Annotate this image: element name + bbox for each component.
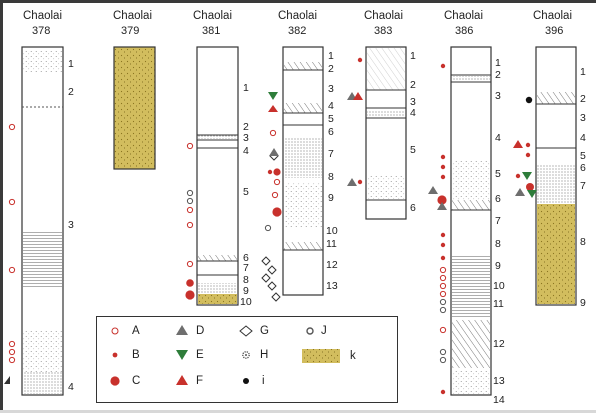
col-378-layer-2: 2	[68, 86, 74, 98]
section-378-number: 378	[32, 25, 51, 37]
col-386-layer-8: 8	[495, 238, 501, 250]
col-386-layer-4: 4	[495, 132, 501, 144]
legend-label-i: i	[262, 375, 265, 387]
col-381-layer-2: 2	[243, 121, 249, 133]
col-396-layer-2: 2	[580, 93, 586, 105]
col-383-layer-2: 2	[410, 79, 416, 91]
col-386-layer-11: 11	[493, 298, 504, 310]
col-396-layer-3: 3	[580, 112, 586, 124]
col-386-layer-13: 13	[493, 375, 505, 387]
legend-label-J: J	[321, 325, 327, 337]
col-382-layer-11: 11	[326, 238, 337, 250]
col-383-layer-5: 5	[410, 144, 416, 156]
legend-label-C: C	[132, 375, 141, 387]
col-396-layer-7: 7	[580, 180, 586, 192]
col-382-layer-8: 8	[328, 171, 334, 183]
col-382-layer-13: 13	[326, 280, 338, 292]
column-378	[4, 46, 64, 396]
legend-label-A: A	[132, 325, 140, 337]
col-386-layer-7: 7	[495, 215, 501, 227]
section-378-name: Chaolai	[23, 10, 62, 22]
col-396-layer-9: 9	[580, 297, 586, 309]
section-381-number: 381	[202, 25, 221, 37]
column-381	[185, 46, 239, 306]
col-381-layer-9: 9	[243, 285, 249, 297]
legend-label-F: F	[196, 375, 204, 387]
col-383-layer-6: 6	[410, 202, 416, 214]
legend-label-E: E	[196, 349, 204, 361]
col-381-layer-7: 7	[243, 262, 249, 274]
column-396	[513, 46, 577, 306]
col-381-layer-6: 6	[243, 252, 249, 264]
col-396-layer-6: 6	[580, 162, 586, 174]
section-386-name: Chaolai	[444, 10, 483, 22]
col-382-layer-12: 12	[326, 259, 338, 271]
legend-label-G: G	[260, 325, 269, 337]
col-383-layer-3: 3	[410, 96, 416, 108]
section-382-number: 382	[288, 25, 307, 37]
section-383-name: Chaolai	[364, 10, 403, 22]
col-386-layer-12: 12	[493, 338, 505, 350]
col-382-layer-4: 4	[328, 100, 334, 112]
section-386-number: 386	[455, 25, 474, 37]
col-386-layer-6: 6	[495, 193, 501, 205]
col-382-layer-9: 9	[328, 192, 334, 204]
col-396-layer-1: 1	[580, 66, 586, 78]
col-381-layer-1: 1	[243, 82, 249, 94]
col-386-layer-9: 9	[495, 260, 501, 272]
col-378-layer-1: 1	[68, 58, 74, 70]
frame-left-border	[0, 0, 3, 413]
col-396-layer-8: 8	[580, 236, 586, 248]
section-396-number: 396	[545, 25, 564, 37]
frame-bottom-border	[0, 410, 596, 413]
section-381-name: Chaolai	[193, 10, 232, 22]
col-383-layer-1: 1	[410, 50, 416, 62]
section-379-name: Chaolai	[113, 10, 152, 22]
col-381-layer-4: 4	[243, 145, 249, 157]
legend-label-D: D	[196, 325, 205, 337]
col-381-layer-10: 10	[240, 296, 252, 308]
col-381-layer-3: 3	[243, 132, 249, 144]
col-396-layer-5: 5	[580, 150, 586, 162]
col-381-layer-8: 8	[243, 274, 249, 286]
legend-label-B: B	[132, 349, 140, 361]
section-396-name: Chaolai	[533, 10, 572, 22]
col-381-layer-5: 5	[243, 186, 249, 198]
col-396-layer-4: 4	[580, 132, 586, 144]
col-386-layer-2: 2	[495, 69, 501, 81]
col-382-layer-5: 5	[328, 113, 334, 125]
col-386-layer-14: 14	[493, 394, 505, 406]
column-383	[347, 46, 407, 220]
col-378-layer-4: 4	[68, 381, 74, 393]
col-382-layer-2: 2	[328, 63, 334, 75]
col-382-layer-10: 10	[326, 225, 338, 237]
col-382-layer-1: 1	[328, 50, 334, 62]
frame-top-border	[0, 0, 596, 3]
col-382-layer-7: 7	[328, 148, 334, 160]
col-383-layer-4: 4	[410, 107, 416, 119]
column-382	[261, 46, 324, 302]
legend-label-k: k	[350, 350, 356, 362]
section-379-number: 379	[121, 25, 140, 37]
col-382-layer-3: 3	[328, 83, 334, 95]
col-378-layer-3: 3	[68, 219, 74, 231]
column-386	[428, 46, 492, 396]
col-386-layer-5: 5	[495, 168, 501, 180]
col-386-layer-1: 1	[495, 57, 501, 69]
col-386-layer-3: 3	[495, 90, 501, 102]
legend-label-H: H	[260, 349, 269, 361]
section-382-name: Chaolai	[278, 10, 317, 22]
section-383-number: 383	[374, 25, 393, 37]
col-386-layer-10: 10	[493, 280, 505, 292]
col-382-layer-6: 6	[328, 126, 334, 138]
column-379	[113, 46, 156, 170]
